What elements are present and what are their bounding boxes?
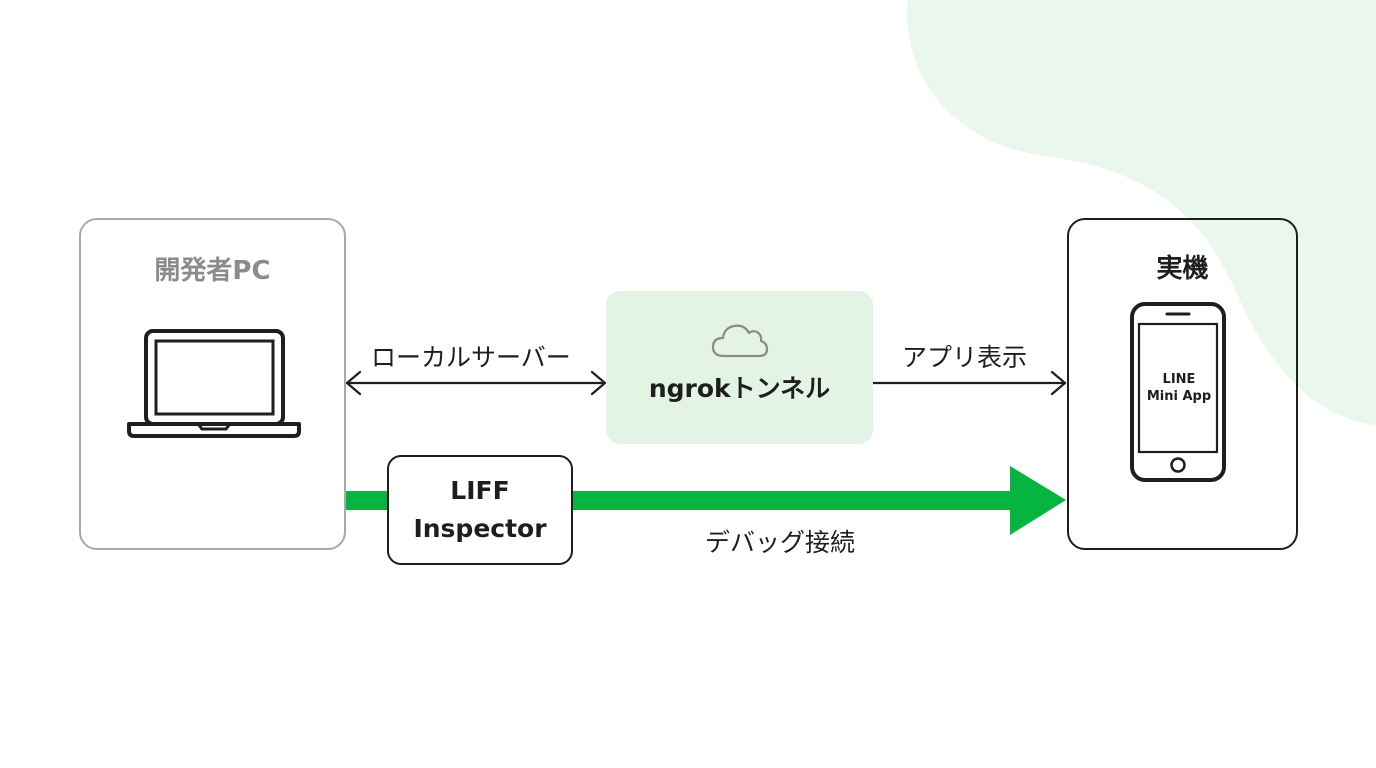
device-node: 実機 [1067,218,1298,550]
device-title: 実機 [1156,254,1209,284]
liff-inspector-node: LIFF Inspector [387,455,573,565]
debug-connection-label: デバッグ接続 [705,528,856,557]
ngrok-tunnel-label: ngrokトンネル [648,374,831,403]
liff-inspector-label-line2: Inspector [413,514,547,543]
liff-inspector-label-line1: LIFF [450,476,510,505]
developer-pc-title: 開発者PC [154,256,271,286]
mini-app-label-line1: LINE [1162,372,1196,387]
ngrok-tunnel-node: ngrokトンネル [606,291,873,444]
mini-app-label-line2: Mini App [1146,389,1212,404]
mini-app-screen-label: LINE Mini App [1140,371,1218,405]
app-display-label: アプリ表示 [902,343,1028,372]
debug-arrow-shaft-right [573,491,1013,510]
developer-pc-node: 開発者PC [79,218,346,550]
app-display-arrow [871,370,1067,396]
local-server-arrow [345,370,607,396]
decorative-blob [907,0,1376,425]
laptop-icon [127,329,301,438]
debug-arrow-head [1010,466,1066,535]
local-server-label: ローカルサーバー [371,343,571,372]
debug-arrow-shaft-left [346,491,388,510]
cloud-icon [711,324,769,358]
smartphone-icon [1130,302,1226,482]
